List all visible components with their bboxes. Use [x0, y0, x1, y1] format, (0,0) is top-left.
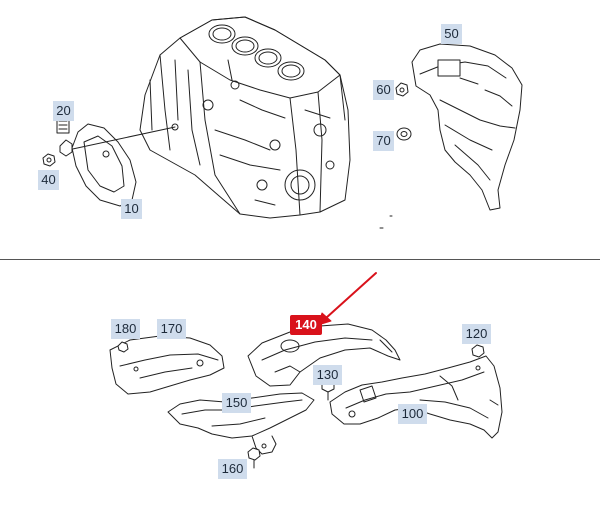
bolt-point-10 [171, 123, 179, 131]
leader-line-10 [67, 126, 176, 151]
part-20-clip [56, 117, 70, 134]
callout-10[interactable]: 10 [121, 199, 142, 219]
part-10-heat-shield [71, 123, 137, 207]
part-180-nut [117, 341, 129, 353]
callout-120[interactable]: 120 [462, 324, 491, 344]
callout-50[interactable]: 50 [441, 24, 462, 44]
stray-marks [379, 215, 393, 229]
part-150-heat-shield [167, 392, 315, 455]
part-70-grommet [396, 127, 412, 141]
part-50-heat-shield [411, 43, 523, 211]
part-40-nut [42, 153, 56, 167]
callout-40[interactable]: 40 [38, 170, 59, 190]
callout-60[interactable]: 60 [373, 80, 394, 100]
section-divider [0, 259, 600, 260]
callout-150[interactable]: 150 [222, 393, 251, 413]
callout-180[interactable]: 180 [111, 319, 140, 339]
callout-130[interactable]: 130 [313, 365, 342, 385]
part-160-bolt [247, 447, 261, 469]
part-100-heat-shield [329, 355, 503, 439]
callout-100[interactable]: 100 [398, 404, 427, 424]
part-60-nut [395, 82, 409, 97]
callout-170[interactable]: 170 [157, 319, 186, 339]
part-120-nut [471, 344, 485, 358]
callout-70[interactable]: 70 [373, 131, 394, 151]
highlight-arrow [317, 272, 377, 326]
callout-20[interactable]: 20 [53, 101, 74, 121]
engine-block [139, 16, 351, 219]
part-30-fitting [59, 139, 73, 157]
callout-160[interactable]: 160 [218, 459, 247, 479]
callout-140-highlighted[interactable]: 140 [290, 315, 322, 335]
